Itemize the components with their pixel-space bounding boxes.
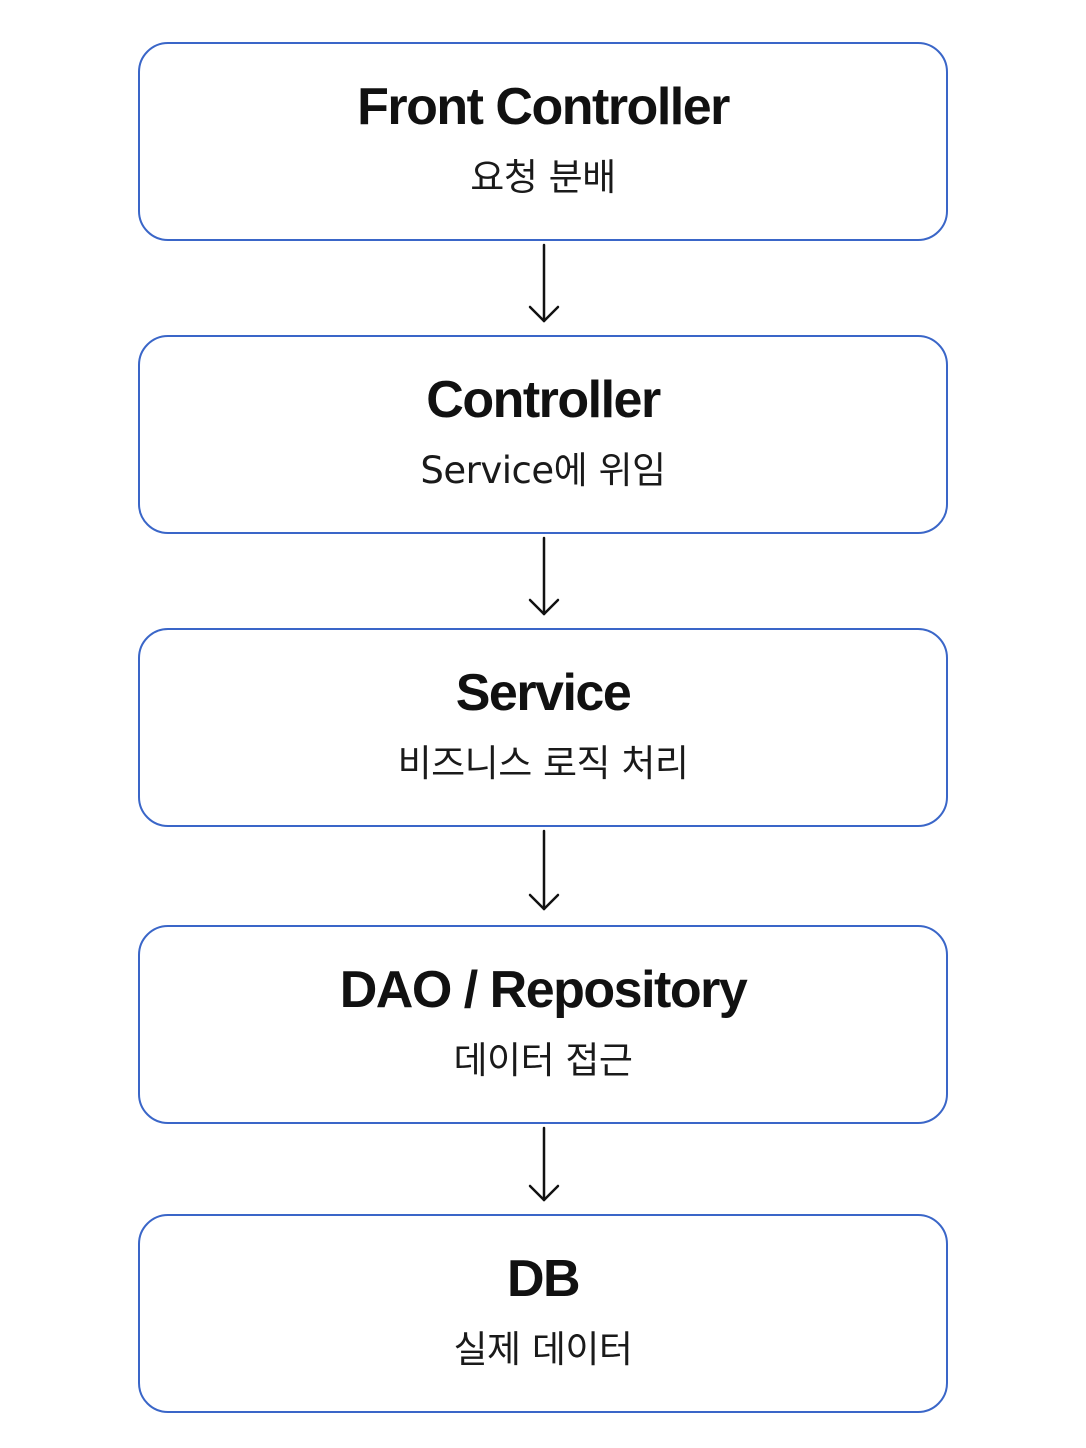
box-title: Controller bbox=[426, 371, 661, 429]
box-subtitle: 비즈니스 로직 처리 bbox=[397, 742, 689, 785]
box-controller: Controller Service에 위임 bbox=[138, 335, 948, 534]
box-title: DB bbox=[506, 1250, 581, 1308]
box-subtitle: 데이터 접근 bbox=[453, 1039, 633, 1082]
arrow-service-to-dao bbox=[528, 829, 560, 911]
box-service: Service 비즈니스 로직 처리 bbox=[138, 628, 948, 827]
box-subtitle: 실제 데이터 bbox=[453, 1328, 633, 1371]
box-front-controller: Front Controller 요청 분배 bbox=[138, 42, 948, 241]
box-title: Front Controller bbox=[357, 78, 730, 136]
arrow-dao-to-db bbox=[528, 1126, 560, 1202]
arrow-front-controller-to-controller bbox=[528, 243, 560, 323]
box-db: DB 실제 데이터 bbox=[138, 1214, 948, 1413]
box-dao-repository: DAO / Repository 데이터 접근 bbox=[138, 925, 948, 1124]
box-subtitle: Service에 위임 bbox=[420, 449, 666, 492]
box-title: Service bbox=[455, 664, 632, 722]
box-subtitle: 요청 분배 bbox=[470, 156, 616, 199]
arrow-controller-to-service bbox=[528, 536, 560, 616]
box-title: DAO / Repository bbox=[339, 961, 748, 1019]
